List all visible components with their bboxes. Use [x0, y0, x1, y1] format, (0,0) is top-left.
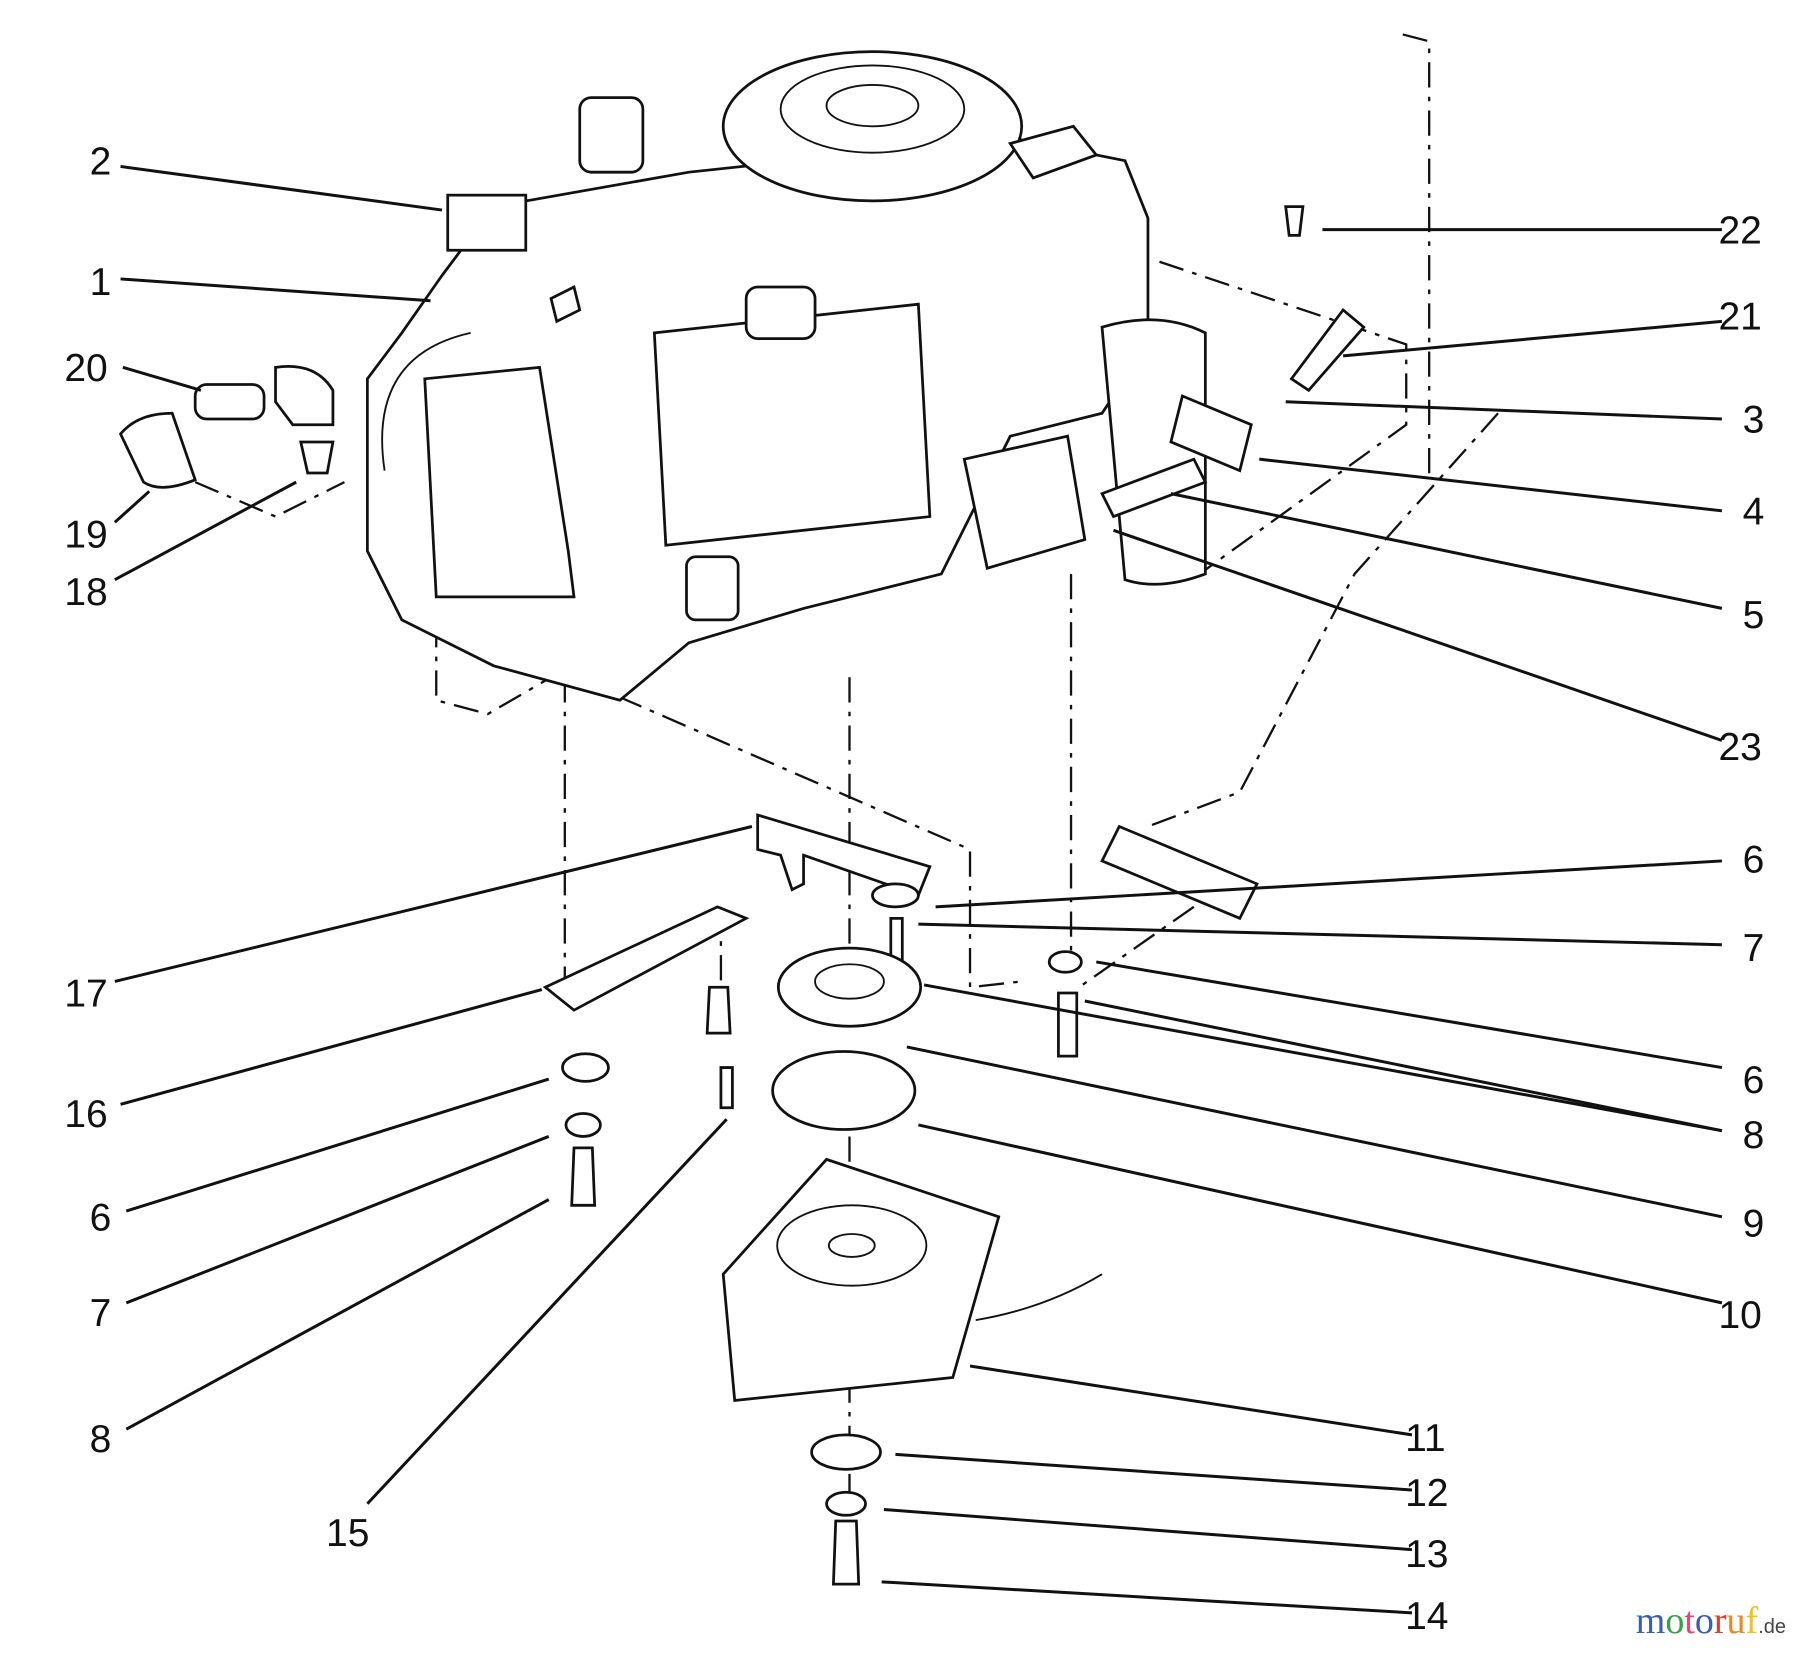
callout-6: 6	[1743, 838, 1765, 881]
callout-13: 13	[1405, 1533, 1448, 1576]
pulley-9	[776, 946, 923, 1028]
callout-5: 5	[1743, 594, 1765, 637]
watermark-letter: o	[1665, 1600, 1685, 1642]
callout-1: 1	[90, 261, 112, 304]
callout-10: 10	[1718, 1294, 1761, 1337]
callout-16: 16	[64, 1093, 107, 1136]
callout-21: 21	[1718, 295, 1761, 338]
callout-17: 17	[64, 973, 107, 1016]
decal-2	[549, 284, 582, 324]
muffler	[423, 365, 576, 599]
dashed-outlines	[194, 33, 1499, 1527]
engine	[365, 50, 1207, 702]
callout-8: 8	[90, 1418, 112, 1461]
callout-7: 7	[90, 1292, 112, 1335]
callout-4: 4	[1743, 491, 1765, 534]
callout-20: 20	[64, 347, 107, 390]
watermark-text: motoruf	[1636, 1600, 1758, 1642]
watermark-logo: motoruf.de	[1636, 1599, 1786, 1643]
decal	[446, 193, 528, 252]
callout-6: 6	[90, 1197, 112, 1240]
pulley-10	[771, 1050, 917, 1131]
callout-11: 11	[1405, 1417, 1446, 1460]
callout-6: 6	[1743, 1059, 1765, 1102]
watermark-letter: t	[1684, 1600, 1695, 1642]
watermark-suffix: .de	[1758, 1616, 1786, 1638]
bracket-17	[756, 813, 932, 898]
callout-23: 23	[1718, 726, 1761, 769]
watermark-letter: o	[1694, 1600, 1714, 1642]
callout-9: 9	[1743, 1202, 1765, 1245]
strap-16	[542, 905, 750, 1012]
callout-7: 7	[1743, 927, 1765, 970]
drain-fittings	[118, 365, 335, 489]
callout-2: 2	[90, 140, 112, 183]
fuel-tank	[652, 302, 932, 547]
callout-3: 3	[1743, 399, 1765, 442]
callout-labels: 2 1 20 19 18 22 21 3 4 5 23 6 7 6 8 9 10…	[64, 140, 1764, 1637]
callout-22: 22	[1718, 209, 1761, 252]
oil-cap	[578, 96, 645, 174]
watermark-letter: r	[1713, 1600, 1727, 1642]
starter-handle	[1007, 124, 1099, 180]
callout-15: 15	[326, 1512, 369, 1555]
clutch-11	[721, 1157, 1001, 1402]
callout-18: 18	[64, 571, 107, 614]
watermark-letter: f	[1745, 1600, 1759, 1642]
fuel-filter	[685, 555, 740, 622]
callout-19: 19	[64, 514, 107, 557]
watermark-letter: m	[1635, 1600, 1666, 1642]
callout-8: 8	[1743, 1114, 1765, 1157]
vent-parts	[1100, 205, 1366, 921]
callout-14: 14	[1405, 1595, 1448, 1638]
leader-lines	[113, 164, 1723, 1615]
watermark-letter: u	[1726, 1600, 1746, 1642]
callout-12: 12	[1405, 1472, 1448, 1515]
hardware	[542, 813, 1103, 1586]
fuel-cap	[744, 285, 817, 341]
